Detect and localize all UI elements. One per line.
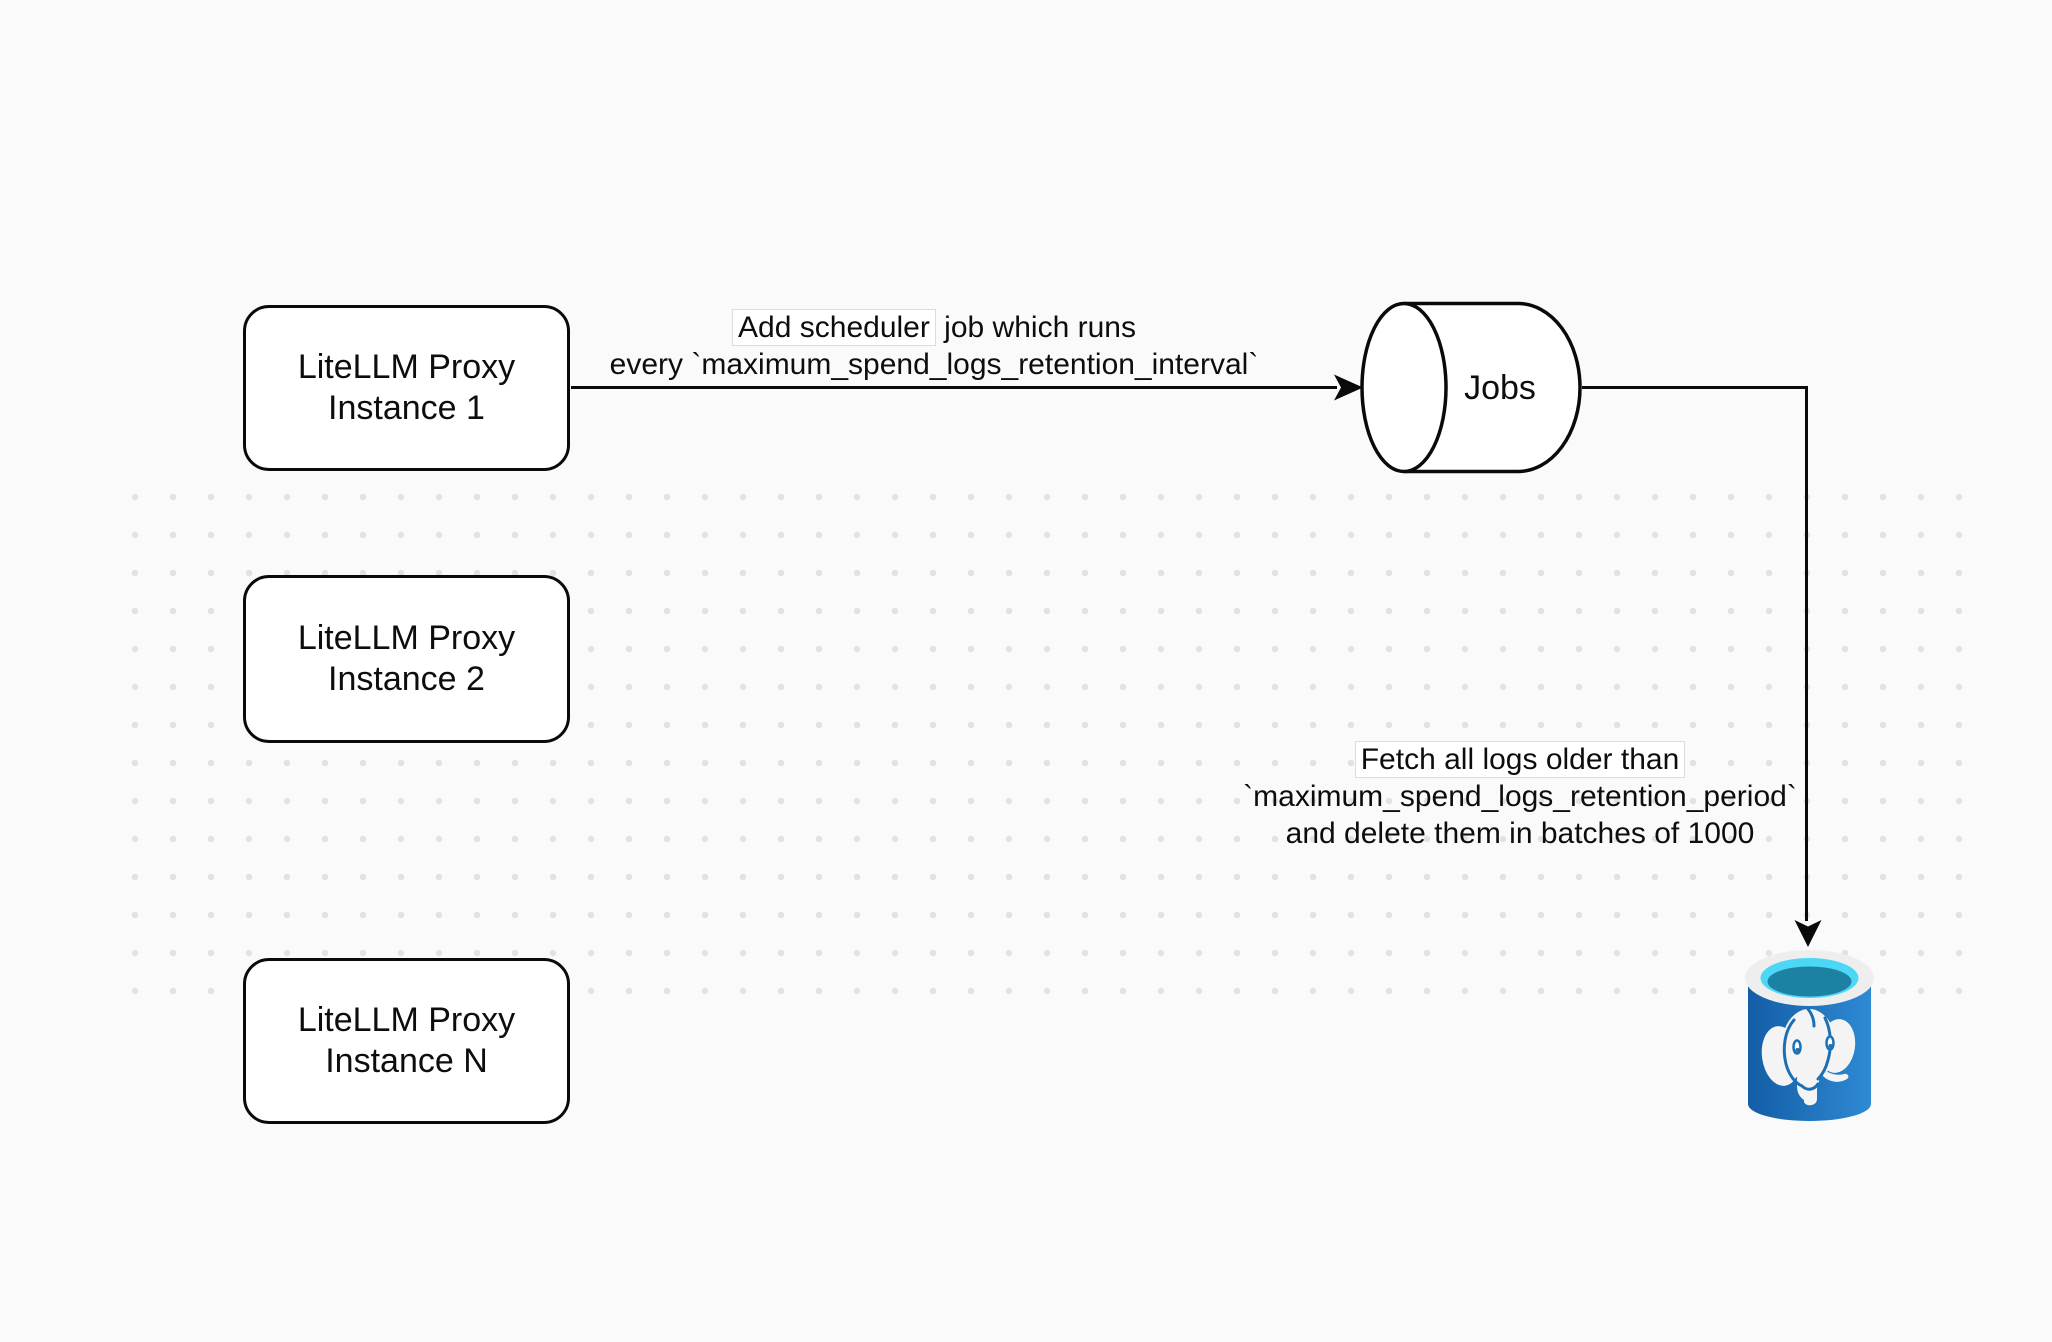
edge-label-fetch: Fetch all logs older than `maximum_spend… bbox=[1220, 741, 1820, 852]
node-label-line: LiteLLM Proxy bbox=[297, 619, 516, 657]
edge-label-line: Add scheduler job which runs bbox=[584, 309, 1284, 346]
node-litellm-proxy-instance-n: LiteLLM Proxy Instance N bbox=[243, 958, 570, 1124]
arrowhead-down-icon bbox=[1794, 920, 1822, 947]
node-label-line: Instance 2 bbox=[328, 660, 485, 698]
node-label-line: LiteLLM Proxy bbox=[297, 1001, 516, 1039]
edge-label-line: every `maximum_spend_logs_retention_inte… bbox=[609, 348, 1259, 381]
edge-label-schedule: Add scheduler job which runs every `maxi… bbox=[584, 309, 1284, 383]
node-label-line: LiteLLM Proxy bbox=[297, 348, 516, 386]
edge-label-line: Fetch all logs older than bbox=[1220, 741, 1820, 778]
db-cylinder-liquid bbox=[1767, 966, 1852, 997]
edge-fetch-arrow bbox=[1582, 386, 1822, 947]
postgres-elephant-icon bbox=[1761, 1007, 1856, 1106]
edge-label-line: and delete them in batches of 1000 bbox=[1285, 817, 1755, 850]
postgresql-icon bbox=[1745, 950, 1874, 1121]
node-label-line: Instance 1 bbox=[328, 389, 485, 427]
node-litellm-proxy-instance-2: LiteLLM Proxy Instance 2 bbox=[243, 575, 570, 743]
jobs-cylinder: Jobs bbox=[1360, 301, 1582, 474]
node-litellm-proxy-instance-1: LiteLLM Proxy Instance 1 bbox=[243, 305, 570, 471]
node-label-line: Instance N bbox=[325, 1042, 488, 1080]
arrowhead-right-icon bbox=[1334, 374, 1363, 401]
edge-label-boxed-text: Add scheduler bbox=[732, 309, 936, 346]
edge-schedule-arrow bbox=[571, 374, 1363, 401]
edge-label-line: `maximum_spend_logs_retention_period` bbox=[1243, 780, 1797, 813]
edge-label-boxed-text: Fetch all logs older than bbox=[1354, 741, 1686, 778]
jobs-label: Jobs bbox=[1464, 369, 1536, 407]
